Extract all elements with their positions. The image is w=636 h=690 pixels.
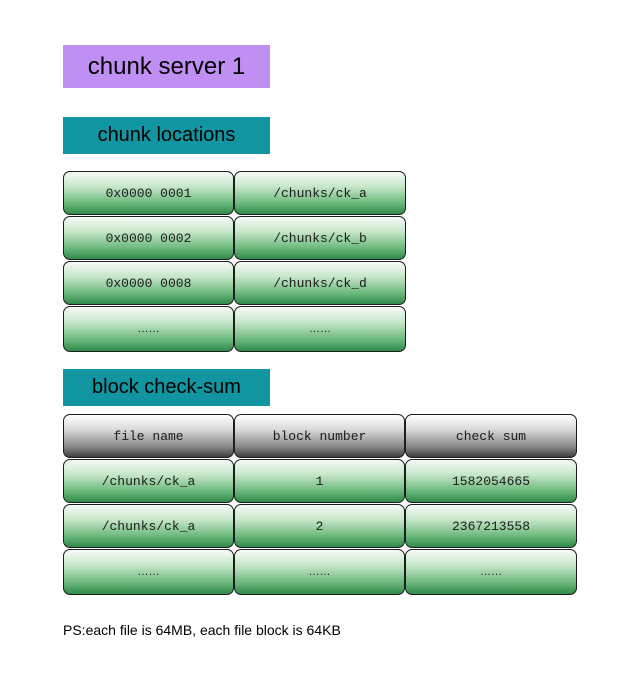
- column-header-check-sum: check sum: [405, 414, 577, 458]
- chunk-path-cell: /chunks/ck_b: [234, 216, 406, 260]
- chunk-path-cell: /chunks/ck_a: [234, 171, 406, 215]
- block-checksum-heading: block check-sum: [63, 369, 270, 406]
- check-sum-cell: 2367213558: [405, 504, 577, 548]
- ellipsis-cell: ……: [63, 549, 234, 595]
- block-number-cell: 1: [234, 459, 405, 503]
- ellipsis-cell: ……: [234, 549, 405, 595]
- chunk-server-title: chunk server 1: [63, 45, 270, 88]
- file-name-cell: /chunks/ck_a: [63, 504, 234, 548]
- column-header-file-name: file name: [63, 414, 234, 458]
- file-name-cell: /chunks/ck_a: [63, 459, 234, 503]
- ellipsis-cell: ……: [234, 306, 406, 352]
- chunk-locations-heading: chunk locations: [63, 117, 270, 154]
- chunk-path-cell: /chunks/ck_d: [234, 261, 406, 305]
- footnote-text: PS:each file is 64MB, each file block is…: [63, 622, 341, 638]
- chunk-handle-cell: 0x0000 0002: [63, 216, 234, 260]
- column-header-block-number: block number: [234, 414, 405, 458]
- check-sum-cell: 1582054665: [405, 459, 577, 503]
- chunk-handle-cell: 0x0000 0001: [63, 171, 234, 215]
- ellipsis-cell: ……: [63, 306, 234, 352]
- chunk-handle-cell: 0x0000 0008: [63, 261, 234, 305]
- ellipsis-cell: ……: [405, 549, 577, 595]
- block-number-cell: 2: [234, 504, 405, 548]
